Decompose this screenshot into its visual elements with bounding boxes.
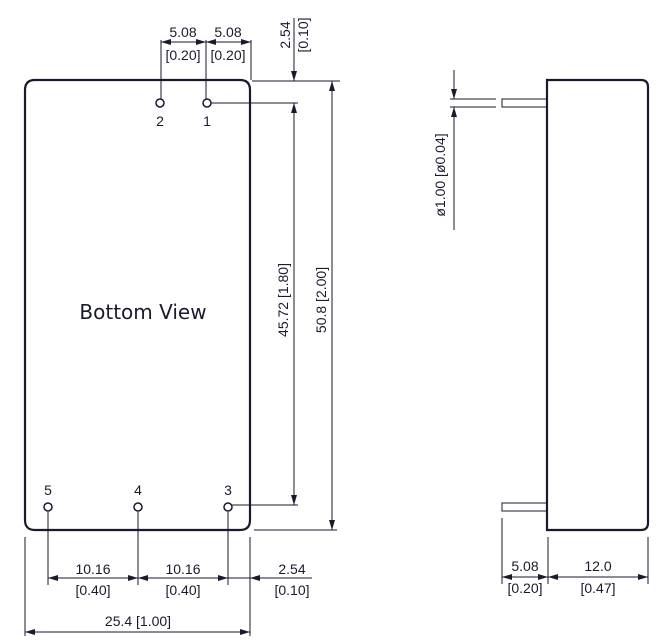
dim-top-offset-in: [0.10] [295, 17, 311, 52]
dim-top-a-mm: 5.08 [169, 24, 196, 40]
pin-2 [155, 98, 165, 108]
pin-4 [133, 502, 143, 512]
dim-height-mm: 12.0 [584, 558, 611, 574]
dim-pin-length-mm: 5.08 [511, 558, 538, 574]
pin-label-2: 2 [156, 113, 164, 129]
dim-bottom-a-mm: 10.16 [75, 561, 110, 577]
dim-length: 50.8 [2.00] [313, 267, 329, 333]
vertical-dimensions [211, 18, 340, 531]
side-dimensions [501, 518, 649, 584]
pin-diameter-dimension [450, 70, 496, 230]
dim-bottom-b-in: [0.40] [165, 582, 200, 598]
dim-height-in: [0.47] [580, 580, 615, 596]
top-pitch-dimensions [160, 39, 252, 99]
dim-top-b-in: [0.20] [210, 47, 245, 63]
dim-pin-diameter: ø1.00 [ø0.04] [432, 133, 448, 216]
bottom-dimensions [24, 512, 312, 636]
pin-1 [202, 98, 212, 108]
dim-top-b-mm: 5.08 [214, 24, 241, 40]
dim-side-offset-mm: 2.54 [278, 561, 305, 577]
pin-label-1: 1 [203, 113, 211, 129]
pin-label-4: 4 [134, 482, 142, 498]
bottom-view-label: Bottom View [79, 300, 206, 324]
pin-label-5: 5 [44, 482, 52, 498]
dim-bottom-b-mm: 10.16 [165, 561, 200, 577]
dim-pin-length-in: [0.20] [507, 580, 542, 596]
dim-pin-row-spacing: 45.72 [1.80] [275, 263, 291, 337]
dim-side-offset-in: [0.10] [274, 582, 309, 598]
dim-bottom-a-in: [0.40] [75, 582, 110, 598]
side-pin-bottom [501, 502, 548, 512]
pin-label-3: 3 [224, 482, 232, 498]
module-body-bottom-view [23, 78, 252, 532]
pin-3 [223, 502, 233, 512]
dim-width: 25.4 [1.00] [105, 613, 171, 629]
dim-top-offset-mm: 2.54 [277, 21, 293, 48]
dim-top-a-in: [0.20] [165, 47, 200, 63]
side-pin-top [501, 98, 548, 108]
module-body-side-view [545, 78, 650, 532]
pin-5 [43, 502, 53, 512]
